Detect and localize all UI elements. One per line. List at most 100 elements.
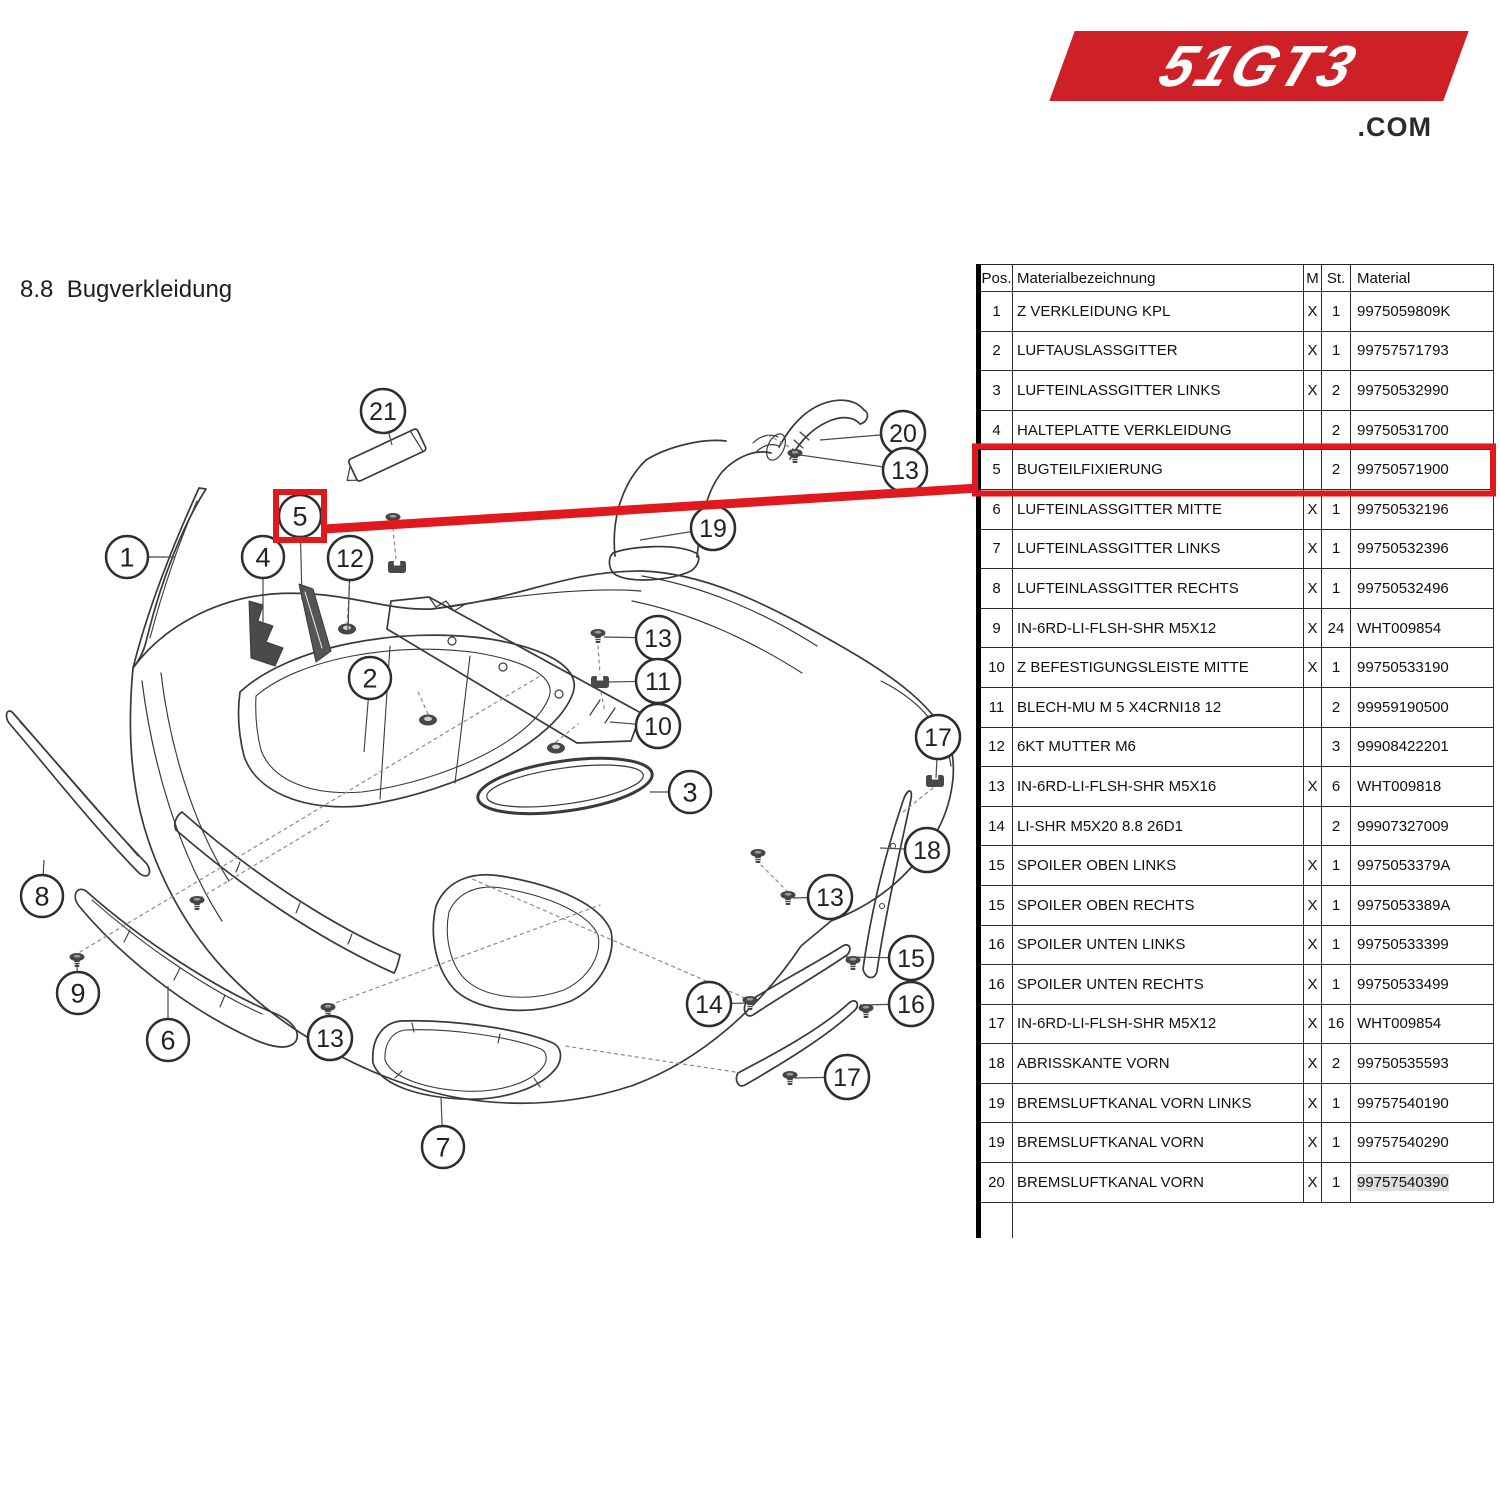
- cell-m: X: [1304, 1163, 1322, 1202]
- callout-11: [634, 657, 682, 705]
- cell-st: 16: [1322, 1004, 1351, 1044]
- cell-pos: 8: [981, 569, 1013, 608]
- callout-label: 13: [644, 625, 672, 653]
- part-21-sealant-tube: [346, 428, 427, 482]
- part-16-spoiler-blade: [735, 1000, 859, 1087]
- site-logo: 51GT3: [1049, 31, 1469, 101]
- callout-leader-line: [819, 432, 904, 441]
- cell-material: 99907327009: [1351, 806, 1494, 846]
- callout-leader-line: [792, 896, 831, 899]
- cell-name: SPOILER OBEN LINKS: [1013, 846, 1304, 885]
- logo-tld: .COM: [1357, 112, 1432, 142]
- part-19-brake-duct: [608, 433, 786, 581]
- callout-leader-line: [799, 454, 906, 471]
- callout-17: [914, 713, 962, 761]
- cell-material: 99757571793: [1351, 331, 1494, 371]
- callout-19: [689, 504, 737, 552]
- cell-name: Z VERKLEIDUNG KPL: [1013, 292, 1304, 331]
- bumper-cover-outline: [129, 570, 955, 1105]
- callout-leader-line: [603, 636, 659, 639]
- cell-m: X: [1304, 1123, 1322, 1163]
- logo-text: 51GT3: [1150, 33, 1367, 99]
- callout-label: 8: [34, 881, 49, 911]
- callout-17: [823, 1053, 871, 1101]
- cell-m: X: [1304, 1083, 1322, 1123]
- header-m: M: [1304, 265, 1322, 291]
- cell-st: 2: [1322, 1044, 1351, 1083]
- part-4-bracket: [248, 600, 284, 667]
- cell-name: ABRISSKANTE VORN: [1013, 1044, 1304, 1083]
- cell-st: 1: [1322, 1163, 1351, 1202]
- cell-pos: 9: [981, 608, 1013, 648]
- cell-m: [1304, 687, 1322, 727]
- cell-material: 9975053389A: [1351, 885, 1494, 925]
- cell-st: 2: [1322, 687, 1351, 727]
- cell-name: BREMSLUFTKANAL VORN: [1013, 1123, 1304, 1163]
- highlight-callout-box: [273, 489, 327, 543]
- cell-st: 1: [1322, 1123, 1351, 1163]
- cell-st: 1: [1322, 925, 1351, 965]
- cell-st: 1: [1322, 529, 1351, 569]
- cell-name: IN-6RD-LI-FLSH-SHR M5X12: [1013, 1004, 1304, 1044]
- cell-name: LUFTEINLASSGITTER LINKS: [1013, 529, 1304, 569]
- cell-name: LUFTEINLASSGITTER MITTE: [1013, 489, 1304, 529]
- cell-pos: 15: [981, 846, 1013, 885]
- cell-m: X: [1304, 608, 1322, 648]
- cell-st: 1: [1322, 1083, 1351, 1123]
- callout-10: [634, 702, 682, 750]
- callout-label: 3: [682, 777, 697, 807]
- cell-m: X: [1304, 846, 1322, 885]
- cell-material: WHT009854: [1351, 1004, 1494, 1044]
- callout-leader-line: [76, 963, 79, 994]
- callout-13: [806, 873, 854, 921]
- part-1-cover-edge: [132, 487, 207, 669]
- cell-m: [1304, 410, 1322, 450]
- cell-pos: 7: [981, 529, 1013, 569]
- callout-label: 14: [695, 991, 723, 1019]
- callout-7: [420, 1124, 466, 1170]
- highlight-leader-line: [323, 483, 979, 534]
- cell-pos: 10: [981, 648, 1013, 687]
- cell-material: 99959190500: [1351, 687, 1494, 727]
- cell-pos: 12: [981, 727, 1013, 767]
- cell-m: X: [1304, 371, 1322, 410]
- callout-label: 15: [897, 945, 925, 973]
- callout-14: [685, 980, 733, 1028]
- fasteners: [69, 448, 944, 1086]
- cell-name: SPOILER OBEN RECHTS: [1013, 885, 1304, 925]
- part-7-grille-frame: [371, 1019, 562, 1101]
- callout-12: [326, 534, 374, 582]
- callout-9: [55, 970, 101, 1016]
- callout-leader-line: [440, 1097, 444, 1148]
- cell-st: 1: [1322, 648, 1351, 687]
- bumper-right-duct-frame: [432, 873, 613, 1012]
- cell-name: BREMSLUFTKANAL VORN: [1013, 1163, 1304, 1202]
- callout-4: [240, 534, 286, 580]
- header-pos: Pos.: [981, 265, 1013, 291]
- header-name: Materialbezeichnung: [1013, 265, 1304, 291]
- part-6-lower-grille: [74, 888, 299, 1048]
- callout-13: [306, 1014, 354, 1062]
- cell-m: X: [1304, 925, 1322, 965]
- callout-label: 1: [119, 542, 134, 572]
- bumper-line-art: [5, 399, 955, 1105]
- callout-2: [347, 655, 393, 701]
- callout-16: [887, 980, 935, 1028]
- callout-leader-line: [347, 557, 351, 633]
- part-3-trim-ring: [476, 756, 654, 816]
- cell-m: X: [1304, 885, 1322, 925]
- callout-leader-line: [639, 527, 714, 541]
- cell-name: LUFTEINLASSGITTER RECHTS: [1013, 569, 1304, 608]
